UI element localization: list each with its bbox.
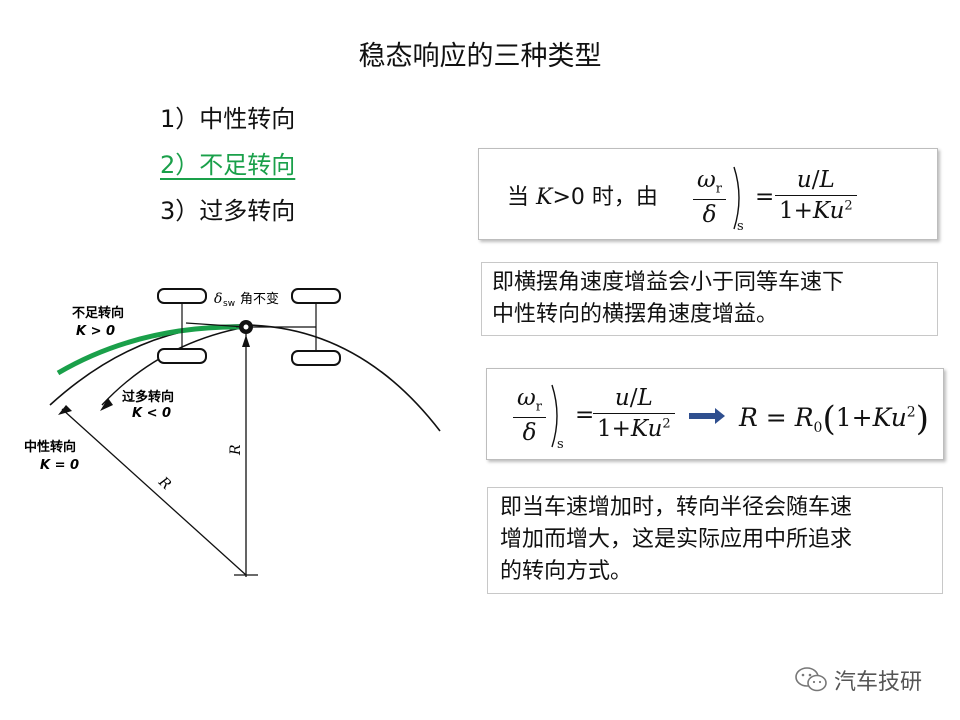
ku-symbol-2: Ku — [872, 403, 907, 432]
u-symbol: u — [796, 167, 812, 193]
u-symbol: u — [614, 385, 630, 411]
type-item-understeer[interactable]: 2）不足转向 — [160, 151, 296, 179]
equals-sign: = — [755, 184, 775, 210]
formula-box-radius: ωr δ s = u/L 1+Ku2 R = R0(1+Ku2) — [486, 368, 944, 460]
equals-sign-2: = — [765, 403, 787, 432]
understeer-label: 不足转向 — [72, 305, 124, 321]
one-plus-2: 1+ — [835, 403, 873, 432]
condition-prefix: 当 — [507, 185, 536, 210]
type-item-neutral: 1）中性转向 — [160, 105, 296, 133]
explanation-line-3: 的转向方式。 — [500, 559, 633, 584]
page-title: 稳态响应的三种类型 — [358, 41, 602, 72]
r0-symbol: R — [794, 403, 814, 432]
delta-symbol: δ — [693, 198, 726, 228]
paren-open: ( — [822, 399, 836, 439]
delta-symbol: δ — [214, 291, 222, 307]
slash: / — [629, 385, 638, 411]
paren-close: ) — [915, 399, 929, 439]
equals-sign: = — [575, 402, 595, 428]
l-symbol: L — [637, 385, 653, 411]
l-symbol: L — [819, 167, 835, 193]
understeer-k: K > 0 — [76, 324, 115, 339]
watermark: 汽车技研 — [794, 664, 922, 696]
vertical-arrow-icon — [242, 335, 250, 347]
right-paren-icon — [551, 384, 558, 448]
wheel-front-left-icon — [291, 288, 341, 304]
one-plus: 1+ — [597, 416, 631, 442]
gain-fraction-left: ωr δ — [693, 167, 726, 228]
square-sup: 2 — [844, 198, 853, 214]
k-symbol: K — [536, 185, 553, 210]
condition-suffix: >0 时，由 — [552, 185, 658, 210]
understeer-arc — [56, 324, 247, 376]
neutral-k: K = 0 — [40, 458, 79, 473]
steering-diagram: 不足转向 K > 0 过多转向 K < 0 中性转向 K = 0 δ sw 角不… — [24, 288, 441, 577]
right-arrow-icon — [689, 408, 725, 424]
one-plus: 1+ — [779, 198, 813, 224]
watermark-text: 汽车技研 — [834, 670, 923, 695]
subscript-s: s — [557, 437, 564, 452]
subscript-s: s — [737, 219, 744, 234]
radius-fraction-left: ωr δ — [513, 385, 546, 446]
delta-text: 角不变 — [240, 291, 279, 307]
delta-symbol: δ — [513, 416, 546, 446]
omega-subscript: r — [535, 399, 542, 415]
wheel-rear-left-icon — [157, 288, 207, 304]
radius-label-diagonal: R — [155, 473, 175, 493]
explanation-line-2: 中性转向的横摆角速度增益。 — [492, 302, 779, 327]
neutral-arrow-icon — [58, 405, 72, 415]
radius-formula: R = R0(1+Ku2) — [739, 399, 929, 439]
neutral-label: 中性转向 — [24, 439, 76, 455]
wheel-front-right-icon — [291, 350, 341, 366]
delta-subscript: sw — [223, 299, 235, 309]
explanation-box-radius: 即当车速增加时，转向半径会随车速 增加而增大，这是实际应用中所追求 的转向方式。 — [487, 487, 943, 594]
gain-fraction-right: u/L 1+Ku2 — [775, 167, 857, 224]
rear-axle-line — [185, 322, 247, 328]
radius-fraction-right: u/L 1+Ku2 — [593, 385, 675, 442]
square-sup-2: 2 — [906, 404, 916, 421]
radius-line-diagonal — [61, 408, 247, 576]
type-item-oversteer: 3）过多转向 — [160, 197, 296, 225]
condition-text: 当 K>0 时，由 — [507, 179, 658, 211]
slash: / — [811, 167, 820, 193]
radius-label-vertical: R — [228, 444, 244, 456]
square-sup: 2 — [662, 416, 671, 432]
r0-subscript: 0 — [813, 420, 823, 436]
oversteer-k: K < 0 — [132, 406, 171, 421]
omega-symbol: ω — [517, 385, 536, 411]
explanation-box-gain: 即横摆角速度增益会小于同等车速下 中性转向的横摆角速度增益。 — [481, 262, 938, 336]
explanation-line-2: 增加而增大，这是实际应用中所追求 — [500, 527, 853, 552]
ku-symbol: Ku — [812, 198, 845, 224]
ku-symbol: Ku — [630, 416, 663, 442]
cg-point-inner — [243, 324, 249, 330]
wechat-icon — [795, 667, 827, 692]
formula-box-gain: 当 K>0 时，由 ωr δ s = u/L 1+Ku2 — [478, 148, 938, 240]
omega-subscript: r — [715, 181, 722, 197]
r-symbol: R — [739, 403, 758, 432]
explanation-line-1: 即当车速增加时，转向半径会随车速 — [500, 495, 853, 520]
steer-types-list: 1）中性转向 2）不足转向 3）过多转向 — [160, 96, 295, 234]
wheel-rear-right-icon — [157, 348, 207, 364]
oversteer-arrow-icon — [100, 398, 113, 411]
explanation-line-1: 即横摆角速度增益会小于同等车速下 — [492, 270, 845, 295]
right-paren-icon — [733, 166, 740, 230]
omega-symbol: ω — [697, 167, 716, 193]
oversteer-label: 过多转向 — [122, 389, 174, 405]
